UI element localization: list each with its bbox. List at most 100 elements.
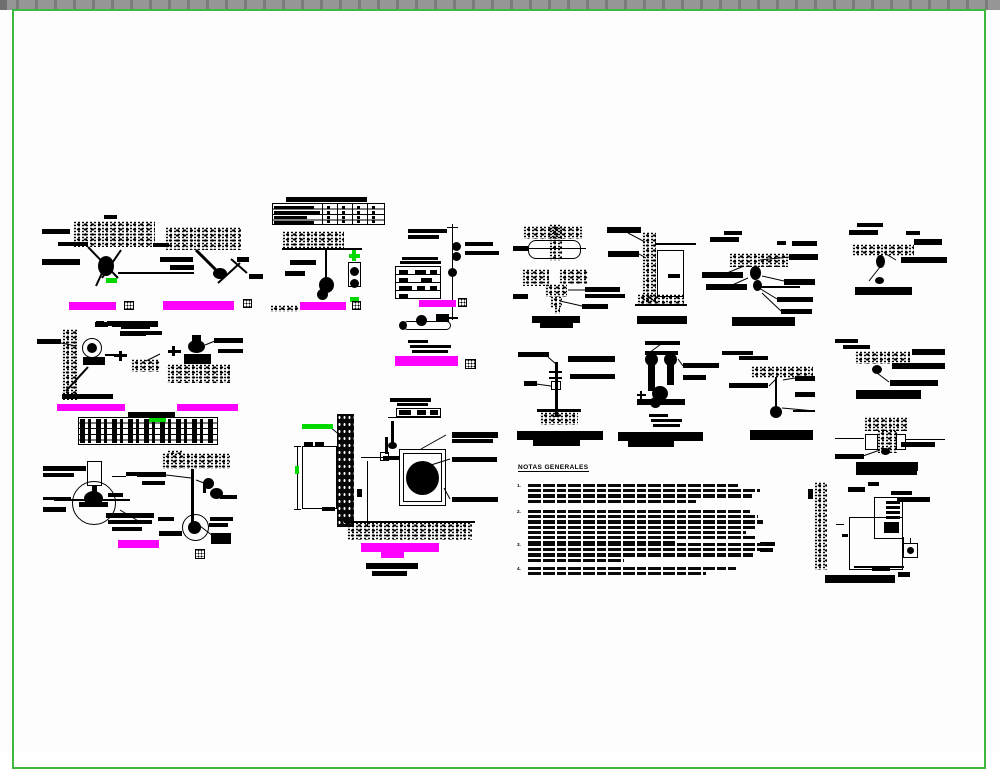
legend-table-bar: [357, 215, 360, 219]
legend-table-bar: [342, 206, 345, 209]
pipe-support-bar: [518, 352, 549, 357]
twin-trap-bar: [683, 375, 706, 380]
riser-detail-disc: [452, 242, 461, 251]
callout-valve-bar: [43, 466, 86, 471]
tank-section-dark: [337, 414, 354, 527]
tank-section-disc: [388, 442, 397, 449]
tank-section-disc: [406, 461, 439, 495]
ceiling-drop-bar: [210, 517, 233, 521]
legend-table-bar: [286, 197, 367, 202]
tank-section-grn: [302, 424, 333, 429]
ceiling-drop-disc: [210, 488, 223, 499]
note-item-3-line: [528, 558, 624, 562]
mound-equip-bar: [218, 349, 243, 353]
legend-table-bar: [372, 206, 375, 209]
plan-room-disc: [907, 547, 914, 554]
riser-detail-bar: [399, 270, 408, 275]
t-beam-hatch: [877, 430, 897, 453]
wall-section-hatch: [637, 294, 684, 304]
mound-equip-bar: [121, 324, 150, 329]
t-beam-rect: [865, 434, 878, 450]
hanging-trap-grn: [349, 254, 360, 258]
trench-detail-2-mag: [163, 301, 234, 310]
riser-detail-bar: [430, 286, 437, 291]
plan-room-bar: [891, 491, 912, 495]
twin-trap-bar: [651, 419, 682, 422]
callout-valve-bar: [79, 502, 108, 507]
tank-section-bar: [417, 410, 426, 415]
pump-assembly-bar: [412, 350, 448, 353]
legend-table-bar: [357, 206, 360, 209]
trench-v-bar: [513, 294, 528, 299]
t-beam-disc: [881, 448, 890, 455]
wall-sleeve-bar: [513, 246, 528, 251]
legend-table-bar: [357, 220, 360, 224]
tank-section-bar: [294, 446, 301, 447]
tank-section-bar: [304, 442, 313, 446]
plan-room-bar: [872, 567, 890, 571]
wall-section-bar: [607, 227, 641, 233]
trench-v-bar: [540, 323, 573, 328]
legend-table-bar: [274, 211, 320, 214]
tank-section-bar: [430, 410, 438, 415]
ceiling-drop-bar: [209, 523, 228, 527]
ceiling-drop-circ: [182, 514, 209, 541]
slab-leaders-bar: [777, 241, 786, 245]
slab-hanger-bar: [795, 392, 815, 397]
hanging-trap-disc: [350, 279, 359, 288]
note-item-4-line: [528, 572, 706, 576]
trench-detail-2-bar: [170, 265, 194, 270]
trench-v-bar: [532, 316, 580, 323]
slab-leaders-bar: [784, 279, 815, 285]
slab-right-disc: [875, 277, 884, 284]
hanging-trap-disc: [350, 267, 359, 276]
slab-leaders-bar: [710, 237, 739, 242]
twin-trap-bar: [637, 394, 646, 396]
ceiling-drop-box: [195, 549, 205, 559]
mound-equip-bar: [119, 351, 122, 361]
pump-assembly-pill: [403, 321, 451, 330]
legend-table-bar: [372, 220, 375, 224]
note-item-2-line: [528, 536, 756, 540]
slab-leaders-disc: [750, 266, 761, 280]
twin-trap-bar: [618, 432, 703, 441]
legend-table-bar: [327, 210, 330, 214]
hanging-trap-bar: [285, 271, 305, 276]
callout-valve-bar: [106, 513, 154, 518]
plan-room-bar: [808, 489, 813, 499]
mound-equip-bar: [192, 335, 201, 341]
mound-equip-hatch: [167, 364, 230, 383]
trench-detail-2-disc: [213, 268, 227, 279]
twin-trap-bar: [649, 414, 668, 417]
twin-trap-bar: [637, 399, 685, 405]
tank-section-bar: [452, 432, 498, 438]
twin-trap-bar: [667, 364, 674, 385]
tank-section-bar: [294, 509, 301, 510]
tank-section-rect: [302, 446, 337, 509]
callout-valve-bar: [108, 520, 152, 524]
window-titlebar: [0, 0, 1000, 10]
trench-detail-2-bar: [237, 257, 249, 262]
wall-pump-bar: [105, 354, 119, 356]
pump-assembly-disc: [399, 321, 407, 330]
t-beam-bar: [901, 442, 935, 447]
legend-table-bar: [357, 210, 360, 214]
cad-drawing-canvas[interactable]: NOTAS GENERALES 1.2.3.4.: [0, 9, 1000, 769]
trench-v-bar: [585, 294, 625, 298]
slab-hanger-bar: [795, 376, 815, 381]
hanging-trap-bar: [290, 260, 316, 265]
slab-far-right-bar: [856, 390, 921, 399]
wall-pump-mag: [57, 404, 125, 411]
tank-section-bar: [388, 417, 441, 418]
t-beam-bar: [856, 462, 918, 471]
legend-table-bar: [322, 203, 323, 225]
slab-hanger-bar: [739, 356, 768, 360]
ceiling-drop-bar: [220, 495, 237, 499]
slab-leaders-hatch: [729, 253, 788, 267]
twin-trap-disc: [645, 353, 658, 366]
pipe-support-bar: [537, 409, 581, 412]
slab-right-bar: [849, 230, 878, 235]
riser-detail-bar: [465, 251, 499, 255]
note-item-1-line: [528, 489, 760, 493]
legend-table-bar: [274, 206, 314, 209]
